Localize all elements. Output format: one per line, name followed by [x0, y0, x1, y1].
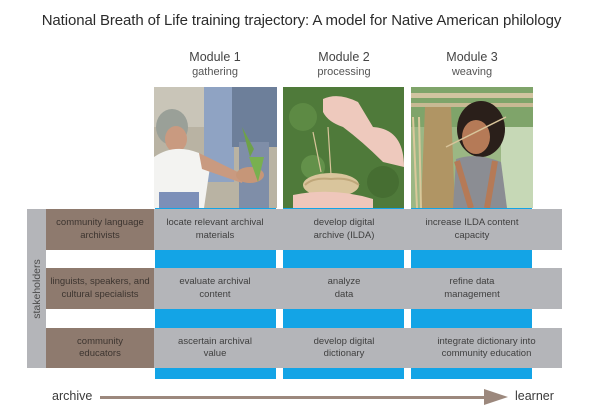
module-1-subtitle: gathering	[192, 66, 238, 78]
row-3-band	[154, 328, 562, 368]
row-1-module-1-cell: locate relevant archival materials	[154, 209, 276, 250]
stakeholder-community-educators: community educators	[46, 328, 154, 368]
stakeholder-community-language-archivists: community language archivists	[46, 209, 154, 250]
elder-woman-gathering-plants-photo-icon	[154, 87, 277, 208]
row-3-module-1-cell: ascertain archival value	[154, 328, 276, 368]
module-1-header: Module 1 gathering	[154, 50, 276, 79]
axis-start-label: archive	[52, 389, 93, 403]
young-woman-weaving-basket-photo-icon	[411, 87, 533, 208]
row-2-module-1-cell: evaluate archival content	[154, 268, 276, 309]
cell-text: develop digital archive (ILDA)	[313, 217, 375, 241]
cell-text: ascertain archival value	[178, 335, 252, 360]
row-2-band	[154, 268, 562, 309]
stakeholder-label: linguists, speakers, and cultural specia…	[50, 276, 150, 300]
module-1-label: Module 1	[189, 50, 241, 64]
module-2-subtitle: processing	[317, 66, 371, 78]
cell-text: analyze data	[327, 276, 361, 300]
stakeholder-label: community educators	[77, 335, 123, 360]
module-3-header: Module 3 weaving	[411, 50, 533, 79]
stakeholders-label-text: stakeholders	[30, 258, 43, 319]
module-1-photo	[154, 87, 277, 208]
stakeholder-label: community language archivists	[56, 217, 144, 241]
cell-text: refine data management	[444, 276, 500, 300]
arrow-head-icon	[484, 389, 508, 405]
stakeholders-bar	[27, 209, 46, 368]
stakeholder-linguists-speakers-specialists: linguists, speakers, and cultural specia…	[46, 268, 154, 309]
module-2-photo	[283, 87, 404, 208]
cell-text: locate relevant archival materials	[166, 217, 264, 241]
row-1-band	[154, 209, 562, 250]
module-3-photo	[411, 87, 533, 208]
row-2-module-3-cell: refine data management	[411, 268, 533, 309]
row-1-module-2-cell: develop digital archive (ILDA)	[283, 209, 405, 250]
archive-to-learner-arrow-line	[100, 396, 490, 399]
module-3-subtitle: weaving	[451, 66, 493, 78]
cell-text: integrate dictionary into community educ…	[437, 335, 536, 360]
row-1-module-3-cell: increase ILDA content capacity	[411, 209, 533, 250]
module-2-header: Module 2 processing	[283, 50, 405, 79]
cell-text: increase ILDA content capacity	[425, 217, 519, 241]
hands-winding-fiber-bundle-photo-icon	[283, 87, 404, 208]
row-3-module-3-cell: integrate dictionary into community educ…	[411, 328, 562, 368]
row-2-module-2-cell: analyze data	[283, 268, 405, 309]
cell-text: evaluate archival content	[179, 276, 251, 300]
cell-text: develop digital dictionary	[313, 335, 375, 360]
module-2-label: Module 2	[318, 50, 370, 64]
module-3-label: Module 3	[446, 50, 498, 64]
diagram-title: National Breath of Life training traject…	[41, 12, 562, 29]
stakeholders-label: stakeholders	[27, 209, 46, 368]
row-3-module-2-cell: develop digital dictionary	[283, 328, 405, 368]
axis-end-label: learner	[515, 389, 554, 403]
